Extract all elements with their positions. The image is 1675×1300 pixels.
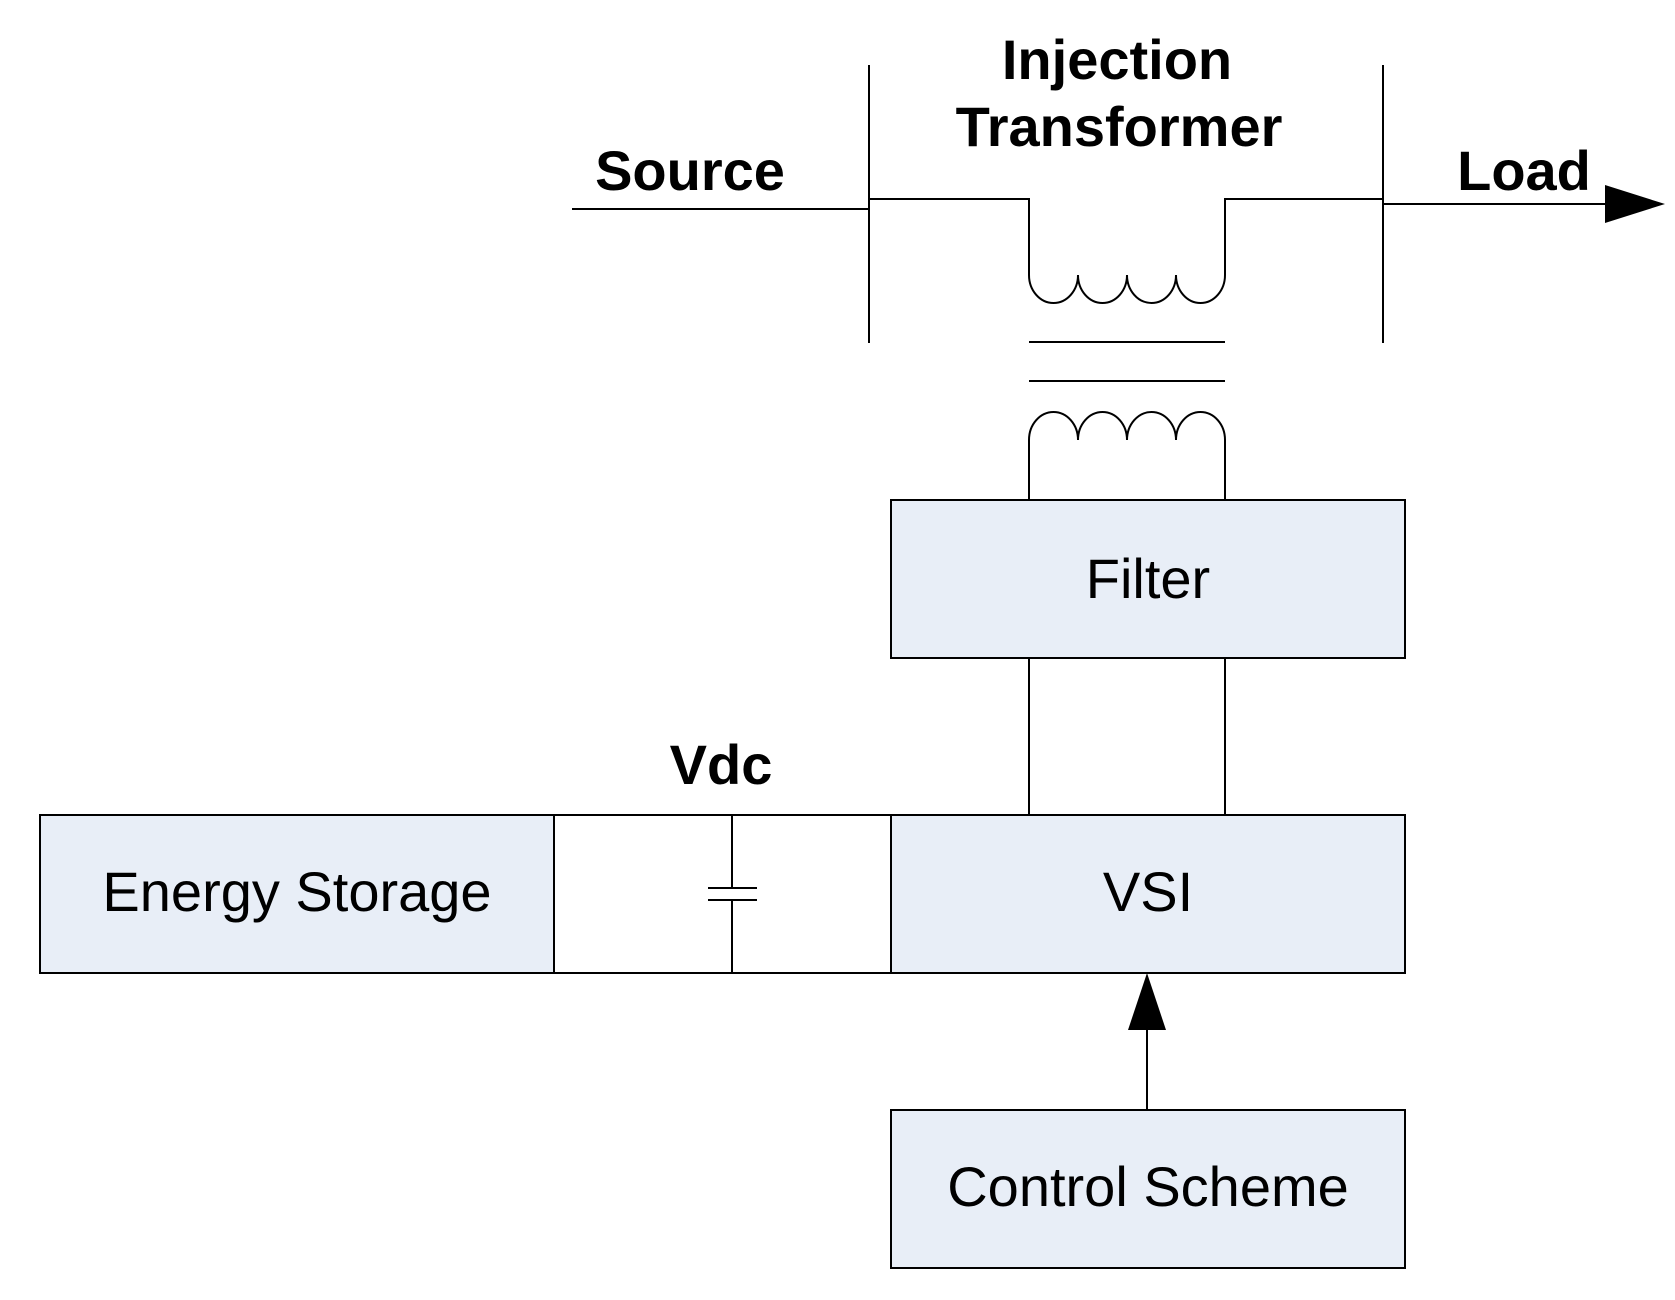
filter-label: Filter <box>1086 547 1210 610</box>
control-scheme-block <box>890 1109 1406 1269</box>
primary-winding <box>1028 274 1226 304</box>
primary-left-lead <box>869 198 1030 275</box>
primary-right-lead <box>1224 198 1383 275</box>
energy-storage-block <box>39 814 555 974</box>
transformer-title-line2: Transformer <box>956 95 1283 158</box>
load-arrow-icon <box>1605 185 1665 223</box>
load-label: Load <box>1457 139 1591 202</box>
source-label: Source <box>595 139 785 202</box>
energy-storage-label: Energy Storage <box>102 860 491 923</box>
secondary-winding <box>1028 411 1226 441</box>
control-arrow-icon <box>1128 973 1166 1030</box>
filter-block <box>890 499 1406 659</box>
dc-link-box <box>553 814 892 974</box>
transformer-title-line1: Injection <box>1002 28 1232 91</box>
vsi-label: VSI <box>1103 860 1193 923</box>
vsi-block <box>890 814 1406 974</box>
vdc-label: Vdc <box>670 733 773 796</box>
control-scheme-label: Control Scheme <box>947 1155 1349 1218</box>
